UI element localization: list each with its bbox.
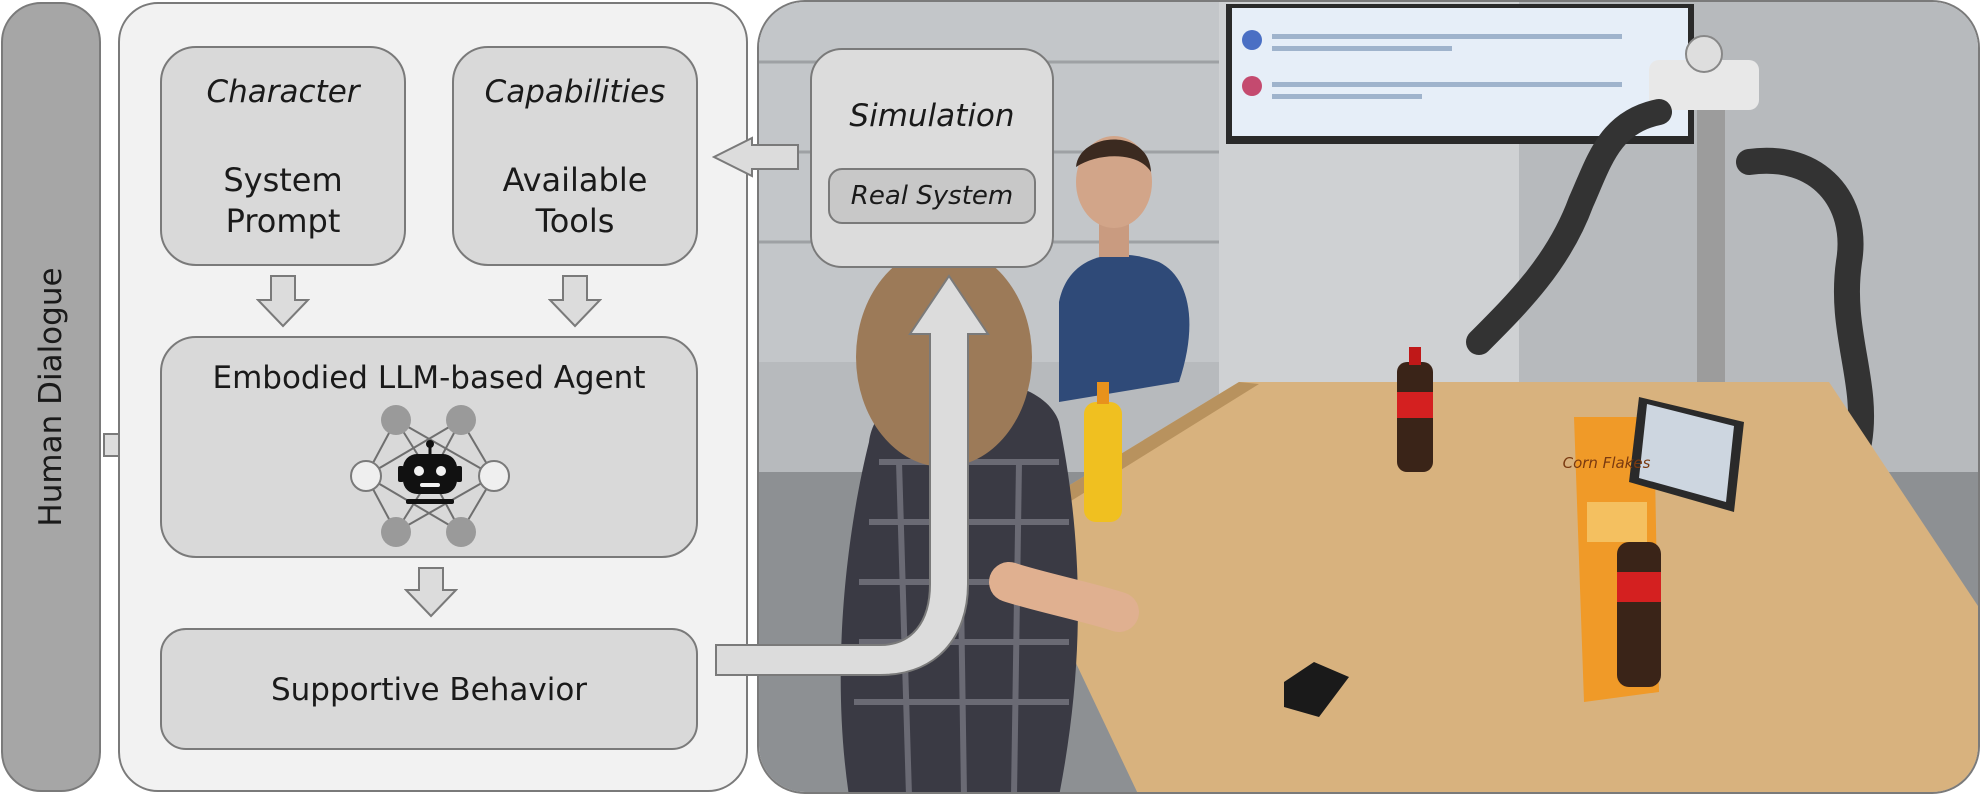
human-dialogue-label: Human Dialogue — [33, 267, 69, 527]
agent-title: Embodied LLM-based Agent — [212, 360, 646, 396]
real-system-box: Real System — [828, 168, 1036, 224]
simulation-left-arrow — [712, 136, 799, 178]
character-line2: Prompt — [225, 202, 341, 240]
character-line1: System — [223, 161, 343, 199]
simulation-box: Simulation Real System — [810, 48, 1054, 268]
behavior-label: Supportive Behavior — [270, 672, 588, 708]
capabilities-title: Capabilities — [484, 74, 666, 110]
behavior-to-simulation-arrow — [715, 274, 990, 676]
robot-network-icon — [350, 405, 510, 547]
simulation-title: Simulation — [849, 98, 1015, 134]
capabilities-line2: Tools — [535, 202, 615, 240]
agent-box: Embodied LLM-based Agent — [160, 336, 698, 558]
capabilities-line1: Available — [502, 161, 648, 199]
corn-flakes-box-label: Corn Flakes — [1562, 454, 1651, 472]
scene-photo: Corn Flakes Simulation Real System — [757, 0, 1980, 794]
character-box: Character System Prompt — [160, 46, 406, 266]
behavior-box: Supportive Behavior — [160, 628, 698, 750]
agent-down-arrow — [404, 567, 458, 618]
human-dialogue-bar: Human Dialogue — [1, 2, 101, 792]
capabilities-down-arrow — [548, 275, 602, 328]
character-title: Character — [206, 74, 360, 110]
character-down-arrow — [256, 275, 310, 328]
capabilities-box: Capabilities Available Tools — [452, 46, 698, 266]
